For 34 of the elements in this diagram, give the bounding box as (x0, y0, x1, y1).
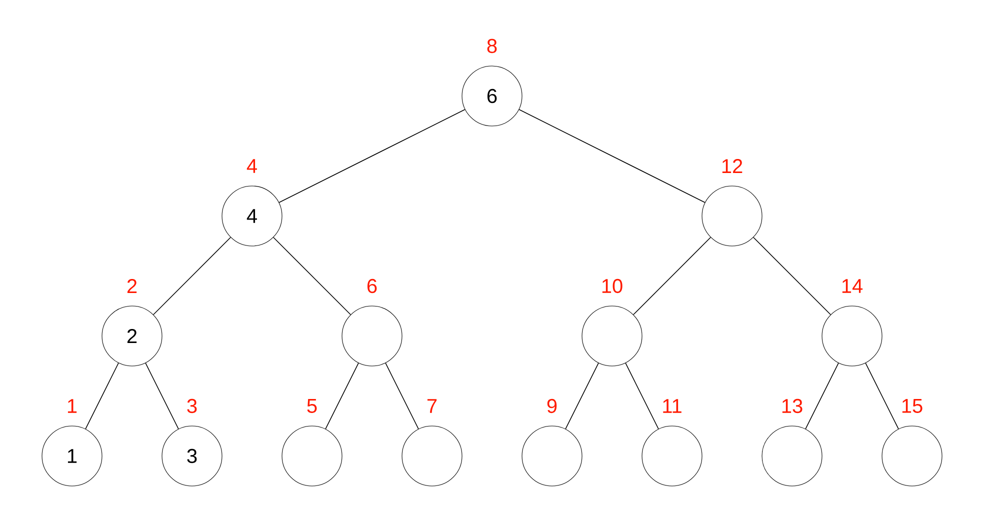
edge (273, 237, 351, 315)
tree-node: 2 (102, 306, 162, 366)
node-label: 8 (487, 38, 497, 54)
edge (805, 362, 839, 430)
node-label: 2 (127, 279, 137, 293)
node-label: 10 (602, 278, 622, 294)
edge (278, 109, 466, 203)
node-label: 13 (782, 398, 802, 414)
tree-node: 3 (162, 426, 222, 486)
node-label: 4 (246, 159, 257, 173)
node-label: 11 (663, 399, 682, 413)
edge (565, 362, 599, 430)
node-label: 1 (68, 399, 77, 413)
edge (145, 362, 179, 430)
edge (325, 362, 359, 430)
tree-node: 6 (462, 66, 522, 126)
node-label: 14 (842, 279, 863, 293)
edge (518, 109, 706, 203)
edge (385, 362, 419, 430)
node-label: 7 (427, 399, 437, 413)
edge (85, 362, 119, 430)
tree-node: 4 (222, 186, 282, 246)
node-label: 15 (902, 399, 922, 413)
edge (625, 362, 659, 430)
edge (753, 237, 831, 315)
node-label: 5 (307, 399, 317, 413)
node-label: 12 (722, 159, 742, 173)
tree-node: 1 (42, 426, 102, 486)
edge (633, 237, 711, 315)
node-label: 6 (367, 278, 377, 294)
node-label: 3 (187, 398, 197, 414)
edge (153, 237, 231, 315)
node-label: 9 (547, 398, 557, 414)
edge (865, 362, 899, 430)
